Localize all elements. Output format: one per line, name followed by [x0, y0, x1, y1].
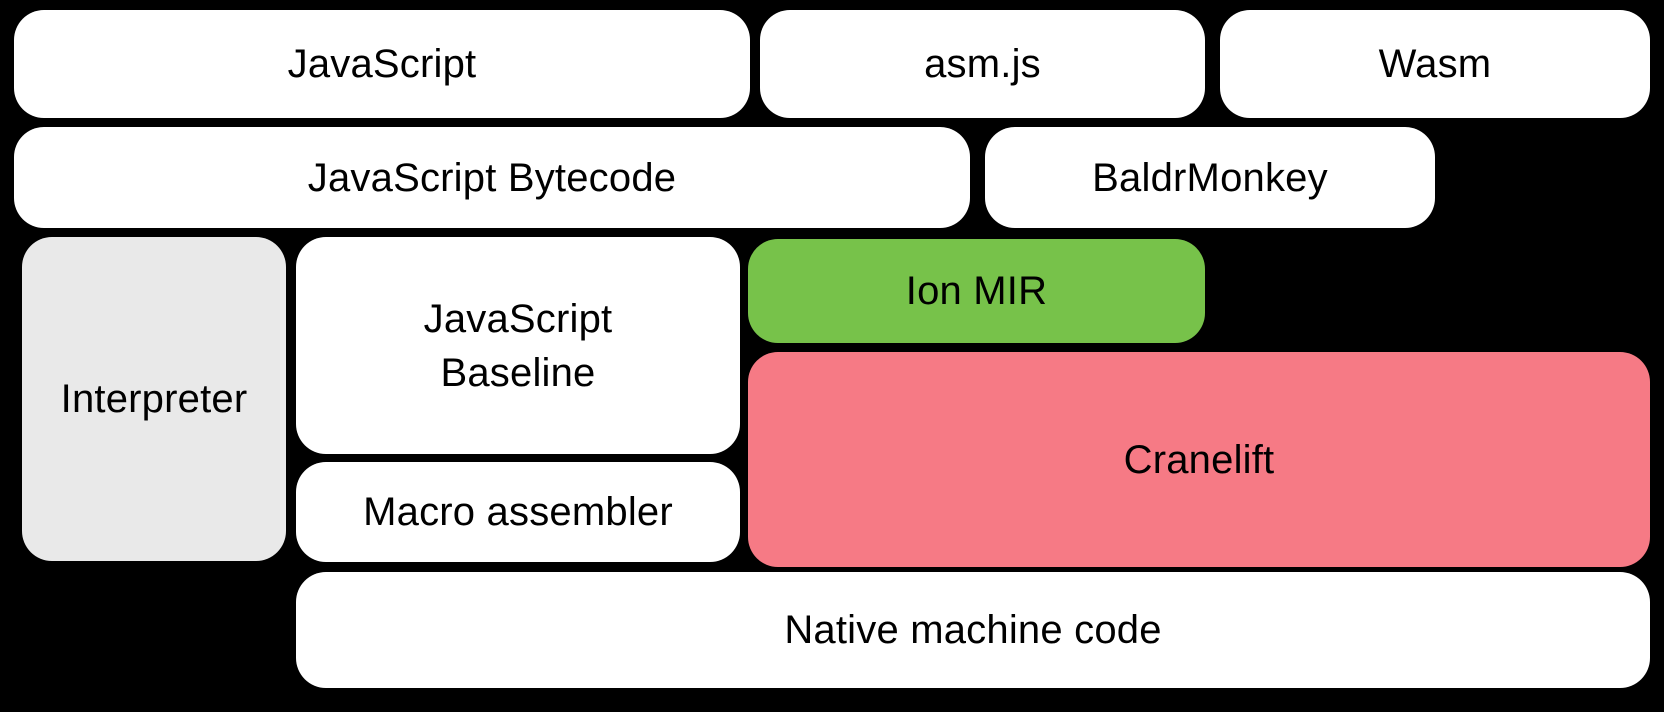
box-native-machine-code-label: Native machine code — [784, 608, 1162, 652]
box-javascript-label: JavaScript — [287, 42, 477, 86]
box-javascript-bytecode-label: JavaScript Bytecode — [307, 155, 677, 200]
box-javascript: JavaScript — [14, 10, 750, 118]
box-macro-assembler: Macro assembler — [296, 462, 740, 562]
box-wasm-label: Wasm — [1378, 42, 1492, 86]
box-ion-mir: Ion MIR — [748, 239, 1205, 343]
box-baldrmonkey: BaldrMonkey — [985, 127, 1435, 228]
box-baldrmonkey-label: BaldrMonkey — [1092, 155, 1328, 200]
box-cranelift-label: Cranelift — [1123, 437, 1275, 482]
box-javascript-baseline: JavaScript Baseline — [296, 237, 740, 454]
box-javascript-baseline-label: JavaScript Baseline — [423, 296, 613, 395]
box-asmjs-label: asm.js — [924, 42, 1041, 86]
box-macro-assembler-label: Macro assembler — [363, 490, 673, 534]
box-interpreter: Interpreter — [22, 237, 286, 561]
box-native-machine-code: Native machine code — [296, 572, 1650, 688]
box-interpreter-label: Interpreter — [60, 377, 248, 421]
box-wasm: Wasm — [1220, 10, 1650, 118]
box-asmjs: asm.js — [760, 10, 1205, 118]
box-cranelift: Cranelift — [748, 352, 1650, 567]
box-javascript-bytecode: JavaScript Bytecode — [14, 127, 970, 228]
box-ion-mir-label: Ion MIR — [905, 269, 1048, 313]
